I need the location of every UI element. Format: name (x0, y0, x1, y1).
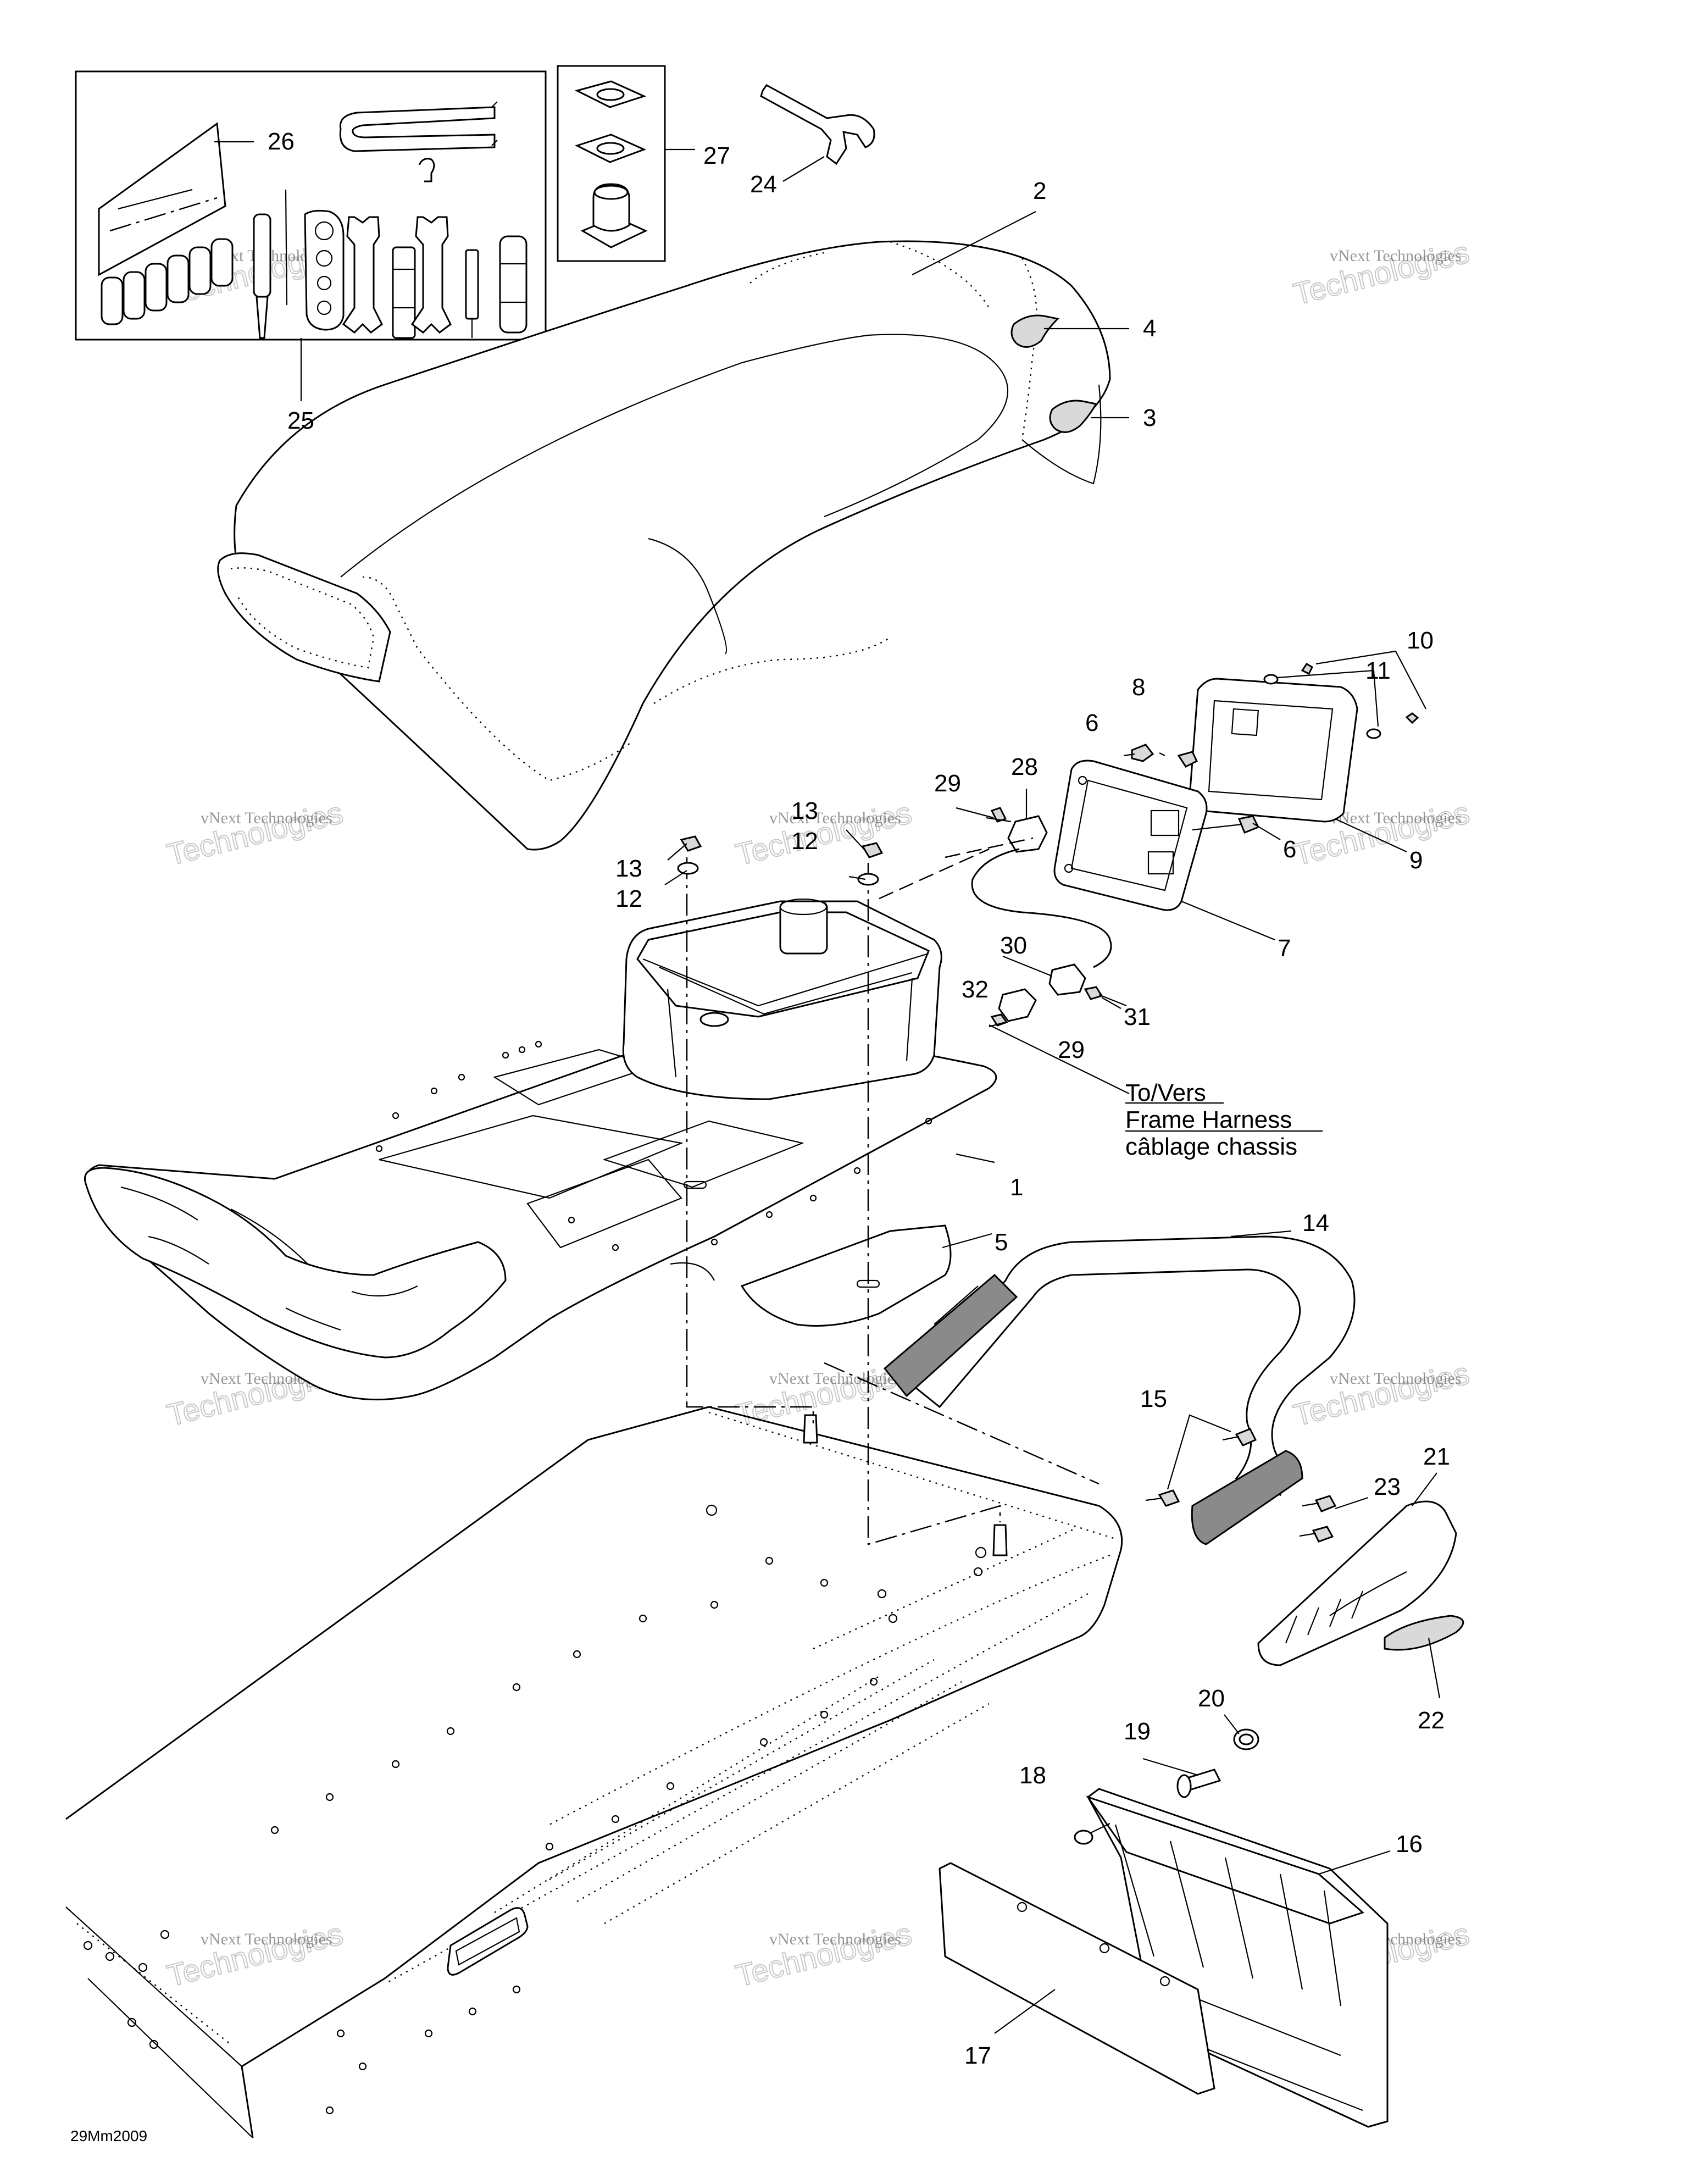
callout-19: 19 (1124, 1718, 1151, 1745)
tunnel-body (65, 1406, 1123, 2138)
callout-29-lower: 29 (1058, 1036, 1085, 1063)
callout-17: 17 (964, 2042, 991, 2069)
callout-29-upper: 29 (934, 770, 961, 797)
callout-30: 30 (1000, 932, 1027, 959)
underside-plate (683, 1180, 952, 1327)
watermark: Technologies vNext Technologies (732, 1915, 915, 1993)
svg-text:vNext Technologies: vNext Technologies (1330, 809, 1462, 827)
bumper-cap (1257, 1472, 1464, 1699)
watermark: Technologies vNext Technologies (1290, 234, 1473, 312)
callout-2: 2 (1033, 178, 1046, 204)
svg-text:vNext Technologies: vNext Technologies (1330, 1370, 1462, 1388)
harness-note-line2: Frame Harness (1125, 1106, 1292, 1133)
tool-kit-box (75, 70, 547, 341)
svg-text:vNext Technologies: vNext Technologies (1330, 247, 1462, 265)
callout-26: 26 (268, 128, 295, 155)
svg-text:Technologies: Technologies (1290, 234, 1473, 311)
gasket-kit-box (557, 65, 695, 262)
callout-6-lower: 6 (1283, 836, 1296, 863)
callout-14: 14 (1302, 1210, 1329, 1237)
svg-text:vNext Technologies: vNext Technologies (769, 1370, 901, 1388)
callout-9: 9 (1409, 847, 1423, 874)
callout-16: 16 (1396, 1831, 1423, 1858)
figure-code: 29Mm2009 (70, 2127, 147, 2144)
grab-handle (883, 1235, 1356, 1545)
callout-10: 10 (1407, 627, 1434, 654)
callout-24: 24 (750, 171, 777, 198)
svg-text:Technologies: Technologies (732, 1916, 915, 1993)
watermark: Technologies vNext Technologies (163, 1915, 347, 1993)
watermark: Technologies vNext Technologies (732, 794, 915, 872)
callout-8: 8 (1132, 674, 1145, 701)
svg-text:vNext Technologies: vNext Technologies (201, 809, 332, 827)
callout-27: 27 (703, 142, 730, 169)
snow-flap (939, 1714, 1391, 2128)
wiring-harness (879, 807, 1130, 1094)
callout-18: 18 (1019, 1762, 1046, 1789)
svg-text:vNext Technologies: vNext Technologies (201, 1930, 332, 1948)
callout-3: 3 (1143, 404, 1156, 431)
callout-13-right: 13 (791, 797, 818, 824)
callout-23: 23 (1374, 1473, 1401, 1500)
callout-11: 11 (1365, 657, 1391, 684)
svg-text:vNext Technologies: vNext Technologies (769, 1930, 901, 1948)
nut-washer-set (677, 835, 884, 886)
callout-32: 32 (962, 976, 989, 1003)
callout-7: 7 (1278, 935, 1291, 962)
callout-12-right: 12 (791, 828, 818, 855)
callout-6-upper: 6 (1085, 709, 1098, 736)
harness-note: To/Vers Frame Harness câblage chassis (1125, 1079, 1323, 1160)
callout-12-left: 12 (615, 885, 642, 912)
callout-22: 22 (1418, 1707, 1445, 1734)
callout-28: 28 (1011, 753, 1038, 780)
svg-text:Technologies: Technologies (164, 1916, 346, 1993)
callout-1: 1 (1010, 1174, 1023, 1201)
leader-lines (214, 141, 1292, 1249)
harness-note-line1: To/Vers (1125, 1079, 1206, 1106)
callout-labels: 26 27 24 25 2 4 3 10 11 8 6 6 9 29 28 13… (268, 128, 1450, 2069)
svg-text:Technologies: Technologies (164, 795, 346, 872)
assembly-lines (686, 857, 1100, 1545)
callout-15: 15 (1140, 1385, 1167, 1412)
callout-5: 5 (995, 1229, 1008, 1256)
spanner-wrench (760, 84, 875, 165)
taillight-assembly (1053, 650, 1426, 941)
seat-base (84, 898, 997, 1401)
svg-text:Technologies: Technologies (732, 795, 915, 872)
harness-note-line3: câblage chassis (1125, 1133, 1297, 1160)
callout-31: 31 (1124, 1004, 1151, 1030)
seat-assembly (217, 240, 1111, 851)
callout-25: 25 (287, 407, 314, 434)
svg-text:vNext Technologies: vNext Technologies (769, 809, 901, 827)
callout-4: 4 (1143, 315, 1156, 342)
callout-21: 21 (1423, 1443, 1450, 1470)
watermark: Technologies vNext Technologies (163, 794, 347, 872)
callout-13-left: 13 (615, 855, 642, 882)
callout-20: 20 (1198, 1685, 1225, 1712)
